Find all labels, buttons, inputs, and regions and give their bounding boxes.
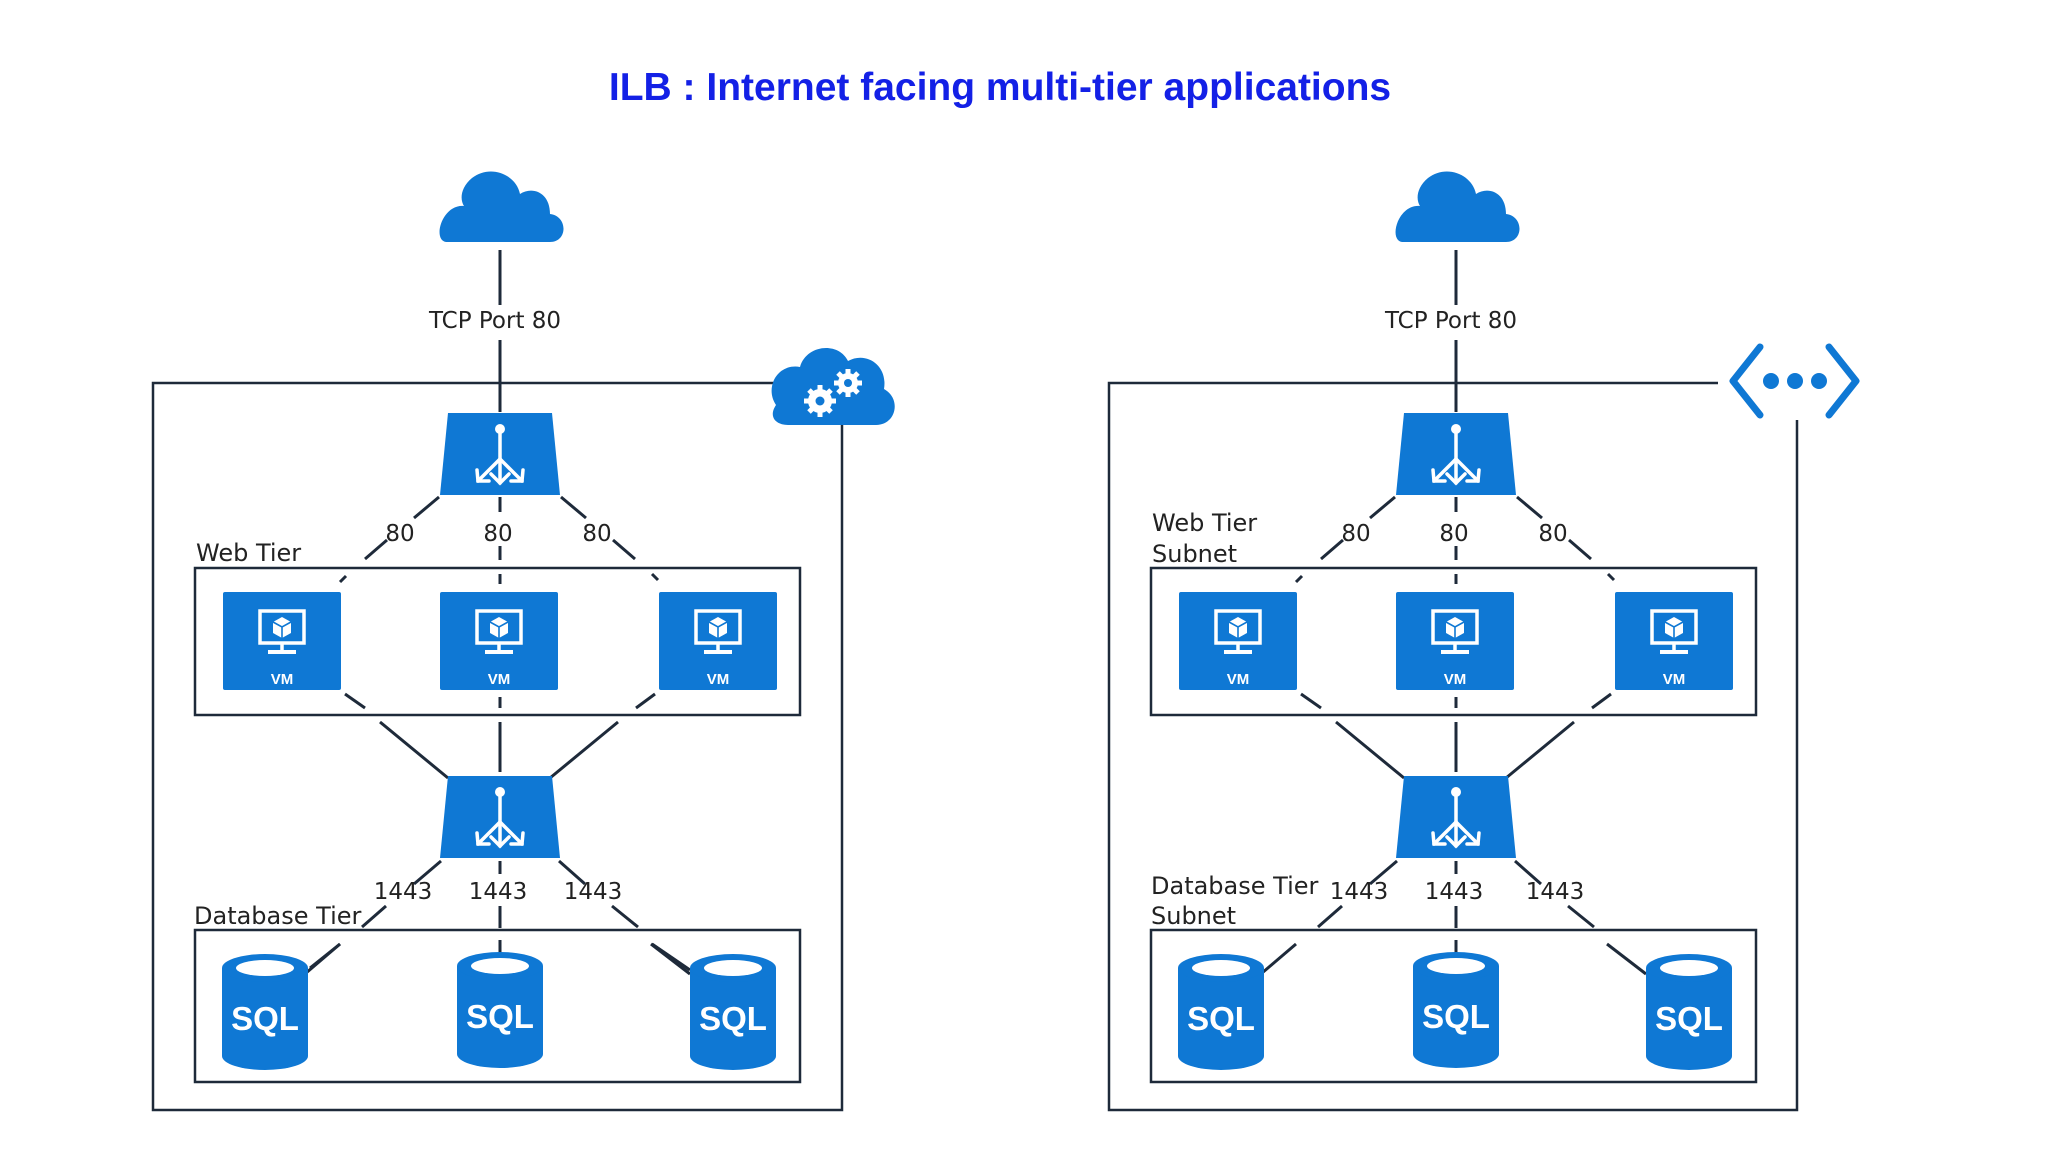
web-port-label: 80 bbox=[1439, 521, 1468, 547]
right-diagram: TCP Port 80 80 80 80 Web Tier Subnet VM bbox=[1107, 171, 1860, 1112]
web-load-balancer-icon bbox=[1394, 411, 1518, 497]
sql-database-icon: SQL bbox=[222, 954, 308, 1070]
sql-database-icon: SQL bbox=[1178, 954, 1264, 1070]
web-tier-subnet-label: Subnet bbox=[1152, 540, 1237, 568]
db-port-label: 1443 bbox=[469, 879, 528, 905]
svg-text:VM: VM bbox=[1444, 671, 1467, 688]
virtual-network-icon bbox=[1729, 343, 1860, 419]
page-title: ILB : Internet facing multi-tier applica… bbox=[608, 66, 1392, 109]
web-port-label: 80 bbox=[582, 521, 611, 547]
cloud-service-gears-icon bbox=[772, 348, 895, 425]
vm-icon: VM bbox=[657, 590, 779, 692]
web-tier-subnet-box bbox=[1149, 566, 1758, 717]
vm-icon: VM bbox=[1394, 590, 1516, 692]
web-tier-box bbox=[193, 566, 802, 717]
database-tier-label: Database Tier bbox=[194, 902, 362, 930]
internal-load-balancer-icon bbox=[1394, 774, 1518, 860]
svg-text:VM: VM bbox=[1663, 671, 1686, 688]
web-port-label: 80 bbox=[483, 521, 512, 547]
sql-database-icon: SQL bbox=[690, 954, 776, 1070]
svg-text:VM: VM bbox=[271, 671, 294, 688]
tcp-port-label: TCP Port 80 bbox=[428, 308, 561, 334]
database-tier-subnet-label: Database Tier bbox=[1151, 872, 1319, 900]
web-port-label: 80 bbox=[1538, 521, 1567, 547]
web-tier-subnet-label: Web Tier bbox=[1152, 509, 1257, 537]
internet-cloud-icon bbox=[439, 171, 564, 242]
web-port-label: 80 bbox=[385, 521, 414, 547]
database-tier-subnet-label: Subnet bbox=[1151, 902, 1236, 930]
vm-icon: VM bbox=[221, 590, 343, 692]
left-diagram: TCP Port 80 80 80 80 Web Tier VM VM bbox=[151, 171, 895, 1112]
internet-cloud-icon bbox=[1395, 171, 1520, 242]
internal-load-balancer-icon bbox=[438, 774, 562, 860]
sql-database-icon: SQL bbox=[457, 952, 543, 1068]
db-port-label: 1443 bbox=[374, 879, 433, 905]
svg-text:SQL: SQL bbox=[699, 1000, 767, 1037]
virtual-network-boundary bbox=[1107, 381, 1799, 1112]
svg-text:SQL: SQL bbox=[1187, 1000, 1255, 1037]
db-port-label: 1443 bbox=[1330, 879, 1389, 905]
db-port-label: 1443 bbox=[564, 879, 623, 905]
web-tier-label: Web Tier bbox=[196, 539, 301, 567]
vm-icon: VM bbox=[438, 590, 560, 692]
vm-icon: VM bbox=[1613, 590, 1735, 692]
db-port-label: 1443 bbox=[1425, 879, 1484, 905]
web-load-balancer-icon bbox=[438, 411, 562, 497]
svg-text:VM: VM bbox=[1227, 671, 1250, 688]
svg-text:SQL: SQL bbox=[466, 998, 534, 1035]
svg-text:SQL: SQL bbox=[231, 1000, 299, 1037]
vm-icon: VM bbox=[1177, 590, 1299, 692]
database-tier-subnet-box bbox=[1149, 928, 1758, 1084]
cloud-service-boundary bbox=[151, 381, 844, 1112]
svg-text:SQL: SQL bbox=[1422, 998, 1490, 1035]
web-port-label: 80 bbox=[1341, 521, 1370, 547]
tcp-port-label: TCP Port 80 bbox=[1384, 308, 1517, 334]
svg-text:VM: VM bbox=[488, 671, 511, 688]
svg-text:SQL: SQL bbox=[1655, 1000, 1723, 1037]
sql-database-icon: SQL bbox=[1646, 954, 1732, 1070]
db-port-label: 1443 bbox=[1526, 879, 1585, 905]
sql-database-icon: SQL bbox=[1413, 952, 1499, 1068]
database-tier-box bbox=[193, 928, 802, 1084]
svg-text:VM: VM bbox=[707, 671, 730, 688]
